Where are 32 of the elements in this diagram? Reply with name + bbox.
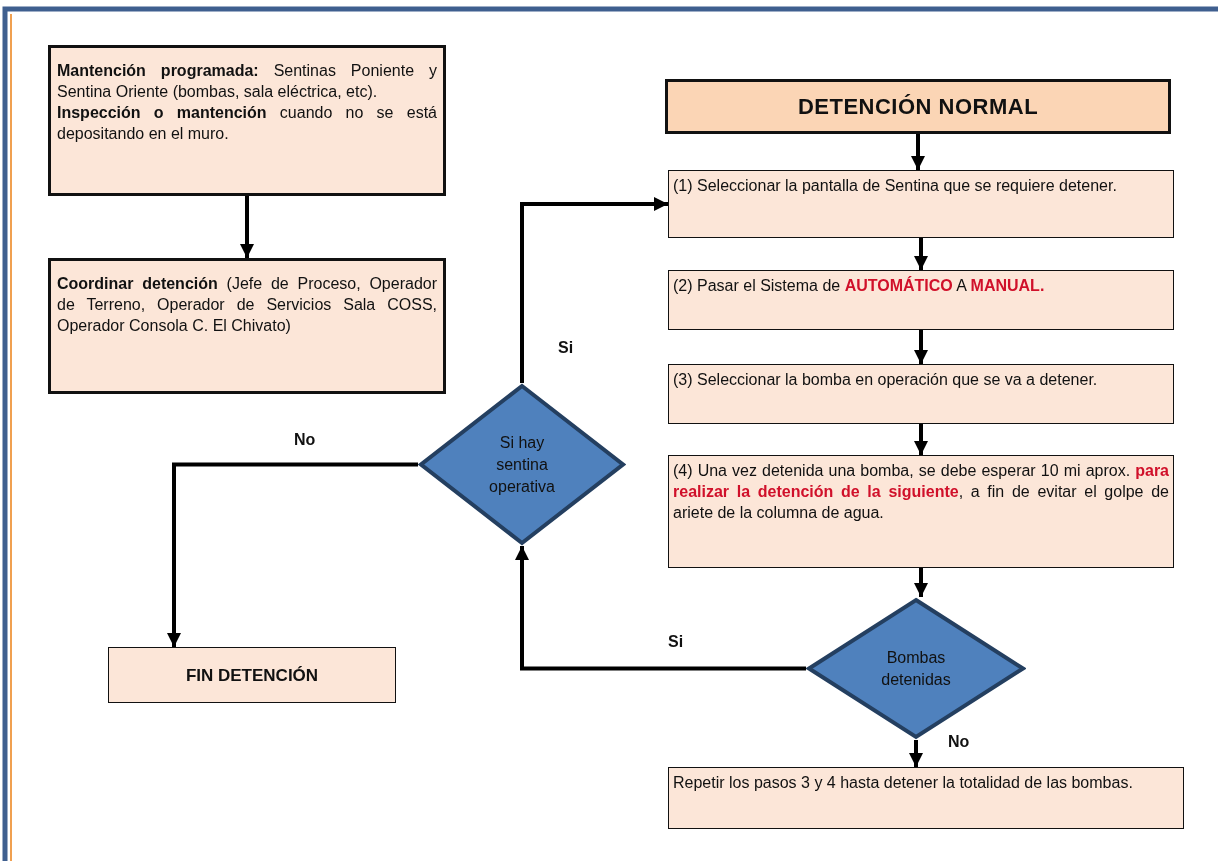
process-box — [48, 45, 446, 196]
arrow — [914, 238, 928, 270]
arrow — [911, 134, 925, 170]
arrow — [167, 462, 418, 647]
box-text: Mantención programada: Sentinas Poniente y Sentina Oriente (bombas, sala eléctrica, etc). — [57, 61, 437, 102]
process-box — [668, 767, 1184, 829]
arrow — [914, 424, 928, 455]
process-box — [668, 270, 1174, 330]
box-text: (2) Pasar el Sistema de AUTOMÁTICO A MANUAL. — [673, 275, 1046, 296]
decision-diamond — [418, 383, 626, 546]
box-text: Inspección o mantención cuando no se está depositando en el muro. — [57, 103, 437, 144]
box-text: (4) Una vez detenida una bomba, se debe esperar 10 mi aprox. para realizar la detención de la siguiente, a fin de evitar el golpe de ariete de la columna de agua. — [673, 461, 1169, 523]
end-box — [108, 647, 396, 703]
box-text: (1) Seleccionar la pantalla de Sentina que se requiere detener. — [673, 176, 1118, 196]
box-text: (3) Seleccionar la bomba en operación que se va a detener. — [673, 370, 1099, 390]
arrow — [909, 740, 923, 767]
arrow — [914, 568, 928, 597]
process-box — [668, 455, 1174, 568]
arrow — [914, 330, 928, 364]
decision-text: Bombas detenidas — [880, 647, 952, 690]
arrow — [520, 197, 668, 383]
heading-text: DETENCIÓN NORMAL — [797, 96, 1039, 117]
title-box — [665, 79, 1171, 134]
process-box — [668, 364, 1174, 424]
process-box — [668, 170, 1174, 238]
decision-text: Si hay sentina operativa — [488, 432, 556, 497]
box-text: Repetir los pasos 3 y 4 hasta detener la totalidad de las bombas. — [673, 773, 1134, 793]
process-box — [48, 258, 446, 394]
arrow — [515, 546, 806, 671]
box-text: Coordinar detención (Jefe de Proceso, Operador de Terreno, Operador de Servicios Sala COSS, Operador Consola C. El Chivato) — [57, 274, 437, 336]
heading-text: FIN DETENCIÓN — [185, 664, 319, 686]
arrow — [240, 196, 254, 258]
